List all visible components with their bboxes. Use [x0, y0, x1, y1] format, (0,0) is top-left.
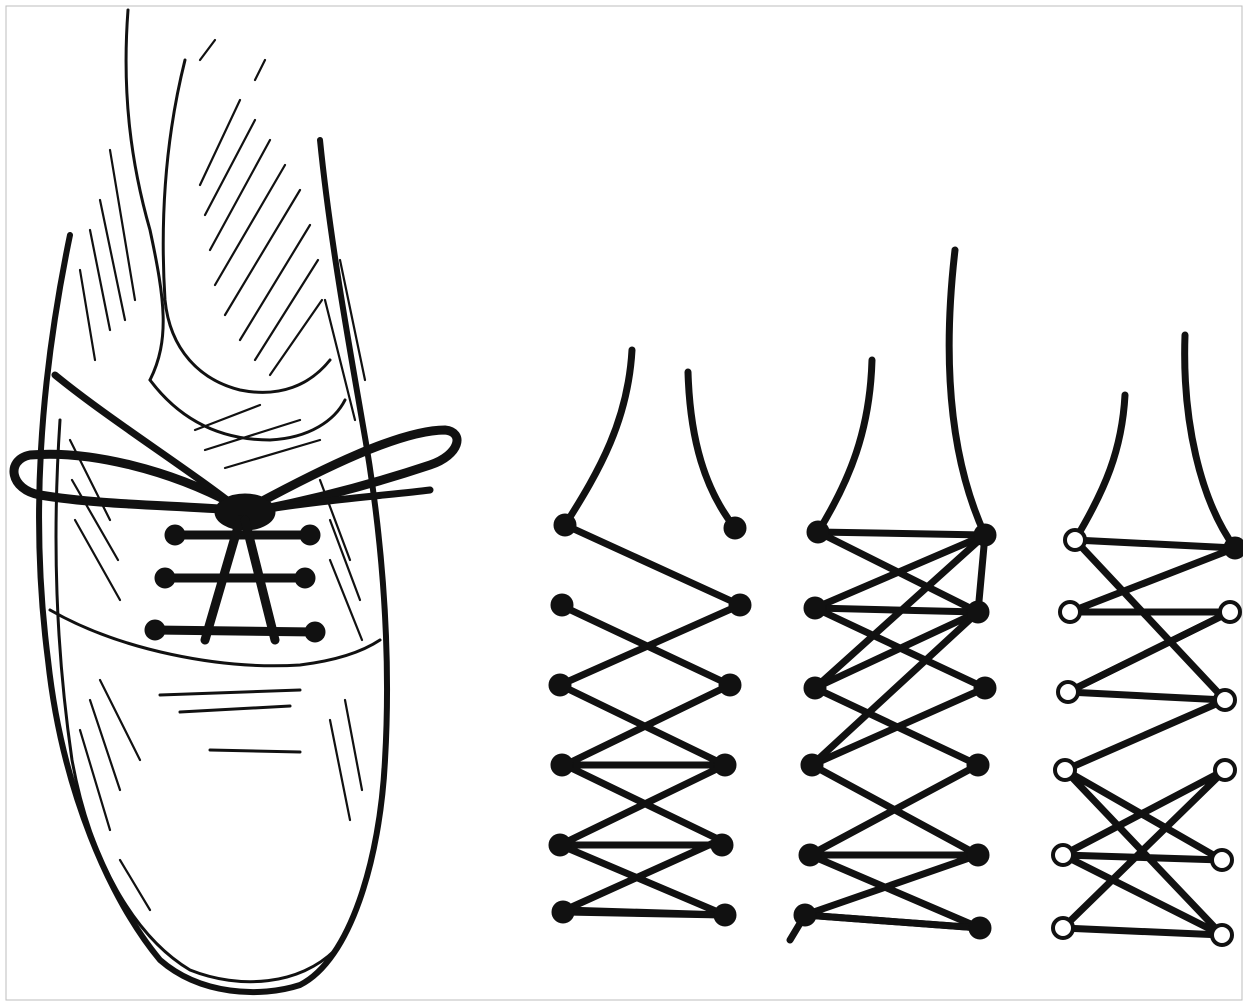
eyelets-left [549, 514, 576, 923]
eyelet [974, 677, 996, 699]
eyelets-left [794, 521, 829, 926]
eyelet [794, 904, 816, 926]
lace-end-left [818, 360, 872, 532]
eyelet [729, 594, 751, 616]
eyelet [1212, 925, 1232, 945]
eyelet [551, 754, 573, 776]
lace-end-right [688, 372, 735, 528]
eyelet [549, 834, 571, 856]
lacing-diagram-1 [549, 350, 751, 926]
eyelet [967, 844, 989, 866]
eyelet [551, 594, 573, 616]
eyelet [1220, 602, 1240, 622]
eyelet [807, 521, 829, 543]
lace-path [1063, 540, 1235, 935]
lacing-diagram-3 [1053, 335, 1243, 945]
shoe-outline [39, 140, 387, 992]
toe-crease-2 [180, 706, 290, 712]
eyelet [714, 904, 736, 926]
eyelet [724, 517, 746, 539]
bow-left-tail [55, 375, 240, 510]
eyelet [1053, 918, 1073, 938]
lace-end-left [565, 350, 632, 525]
lace-path [1063, 540, 1235, 935]
lacing-diagram-2 [790, 250, 996, 940]
lace-path [790, 535, 985, 940]
eyelet [967, 601, 989, 623]
toe-crease-1 [160, 690, 300, 695]
eyelet [554, 514, 576, 536]
lace-rung [565, 912, 725, 915]
toe-crease-3 [210, 750, 300, 752]
eyelet [967, 754, 989, 776]
eyelet [804, 597, 826, 619]
eyelet [1058, 682, 1078, 702]
eyelet [1055, 760, 1075, 780]
eyelets-left [1053, 530, 1085, 938]
lace-end-left [1075, 395, 1125, 540]
eyelet [1224, 537, 1243, 559]
eyelet [1060, 602, 1080, 622]
lace-end-right [949, 250, 985, 535]
lace-end-right [1185, 335, 1235, 548]
shoe-eyelet [295, 568, 315, 588]
shoe-sketch [14, 10, 457, 992]
eyelet [549, 674, 571, 696]
eyelet [1215, 760, 1235, 780]
lace-path [805, 532, 985, 928]
eyelet [714, 754, 736, 776]
lace-path [560, 525, 740, 915]
shoe-eyelet [155, 568, 175, 588]
shoe-eyelet [145, 620, 165, 640]
shoe-eyelet [300, 525, 320, 545]
shoe-lace-rung-3 [155, 630, 315, 632]
eyelet [711, 834, 733, 856]
eyelet [552, 901, 574, 923]
eyelet [804, 677, 826, 699]
eyelet [1212, 850, 1232, 870]
eyelets-right [1212, 537, 1243, 945]
eyelet [719, 674, 741, 696]
eyelet [969, 917, 991, 939]
eyelet [1065, 530, 1085, 550]
sock-right-line [163, 60, 330, 392]
shoe-eyelet [165, 525, 185, 545]
eyelet [799, 844, 821, 866]
eyelet [1053, 845, 1073, 865]
eyelet [1215, 690, 1235, 710]
sock-left-line [126, 10, 163, 380]
eyelets-right [711, 517, 751, 926]
eyelet [974, 524, 996, 546]
shoe-eyelet [305, 622, 325, 642]
eyelet [801, 754, 823, 776]
